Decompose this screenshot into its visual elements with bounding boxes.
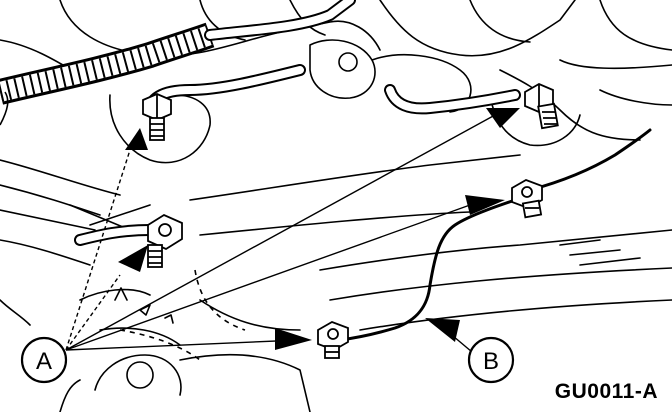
callout-a-label: A	[36, 348, 52, 375]
leader-line-b	[439, 324, 473, 353]
wiring-harness-conduit	[0, 22, 215, 126]
dashed-outline	[119, 269, 246, 361]
tubes	[74, 0, 521, 246]
nut-ground-right	[511, 179, 543, 219]
arrowhead-lower-nut	[275, 328, 312, 350]
arrowhead-ground-nut	[465, 195, 505, 215]
leader-lines-a	[65, 114, 496, 351]
callout-a: A	[20, 336, 68, 384]
callout-b-label: B	[483, 348, 499, 375]
figure-code: GU0011-A	[554, 380, 658, 403]
bolt-upper-left	[142, 93, 172, 141]
bolt-left-bracket	[147, 213, 183, 268]
bolt-upper-right	[524, 82, 559, 130]
arrowhead-ground-wire	[425, 318, 460, 342]
arrowhead-upper-right-bolt	[486, 108, 520, 128]
ground-wire	[338, 128, 652, 342]
arrowhead-upper-left-bolt	[125, 128, 148, 150]
callout-b: B	[467, 336, 515, 384]
arrowhead-left-bracket	[118, 245, 148, 272]
nut-lower-center	[317, 321, 349, 359]
arrowheads	[118, 108, 520, 350]
